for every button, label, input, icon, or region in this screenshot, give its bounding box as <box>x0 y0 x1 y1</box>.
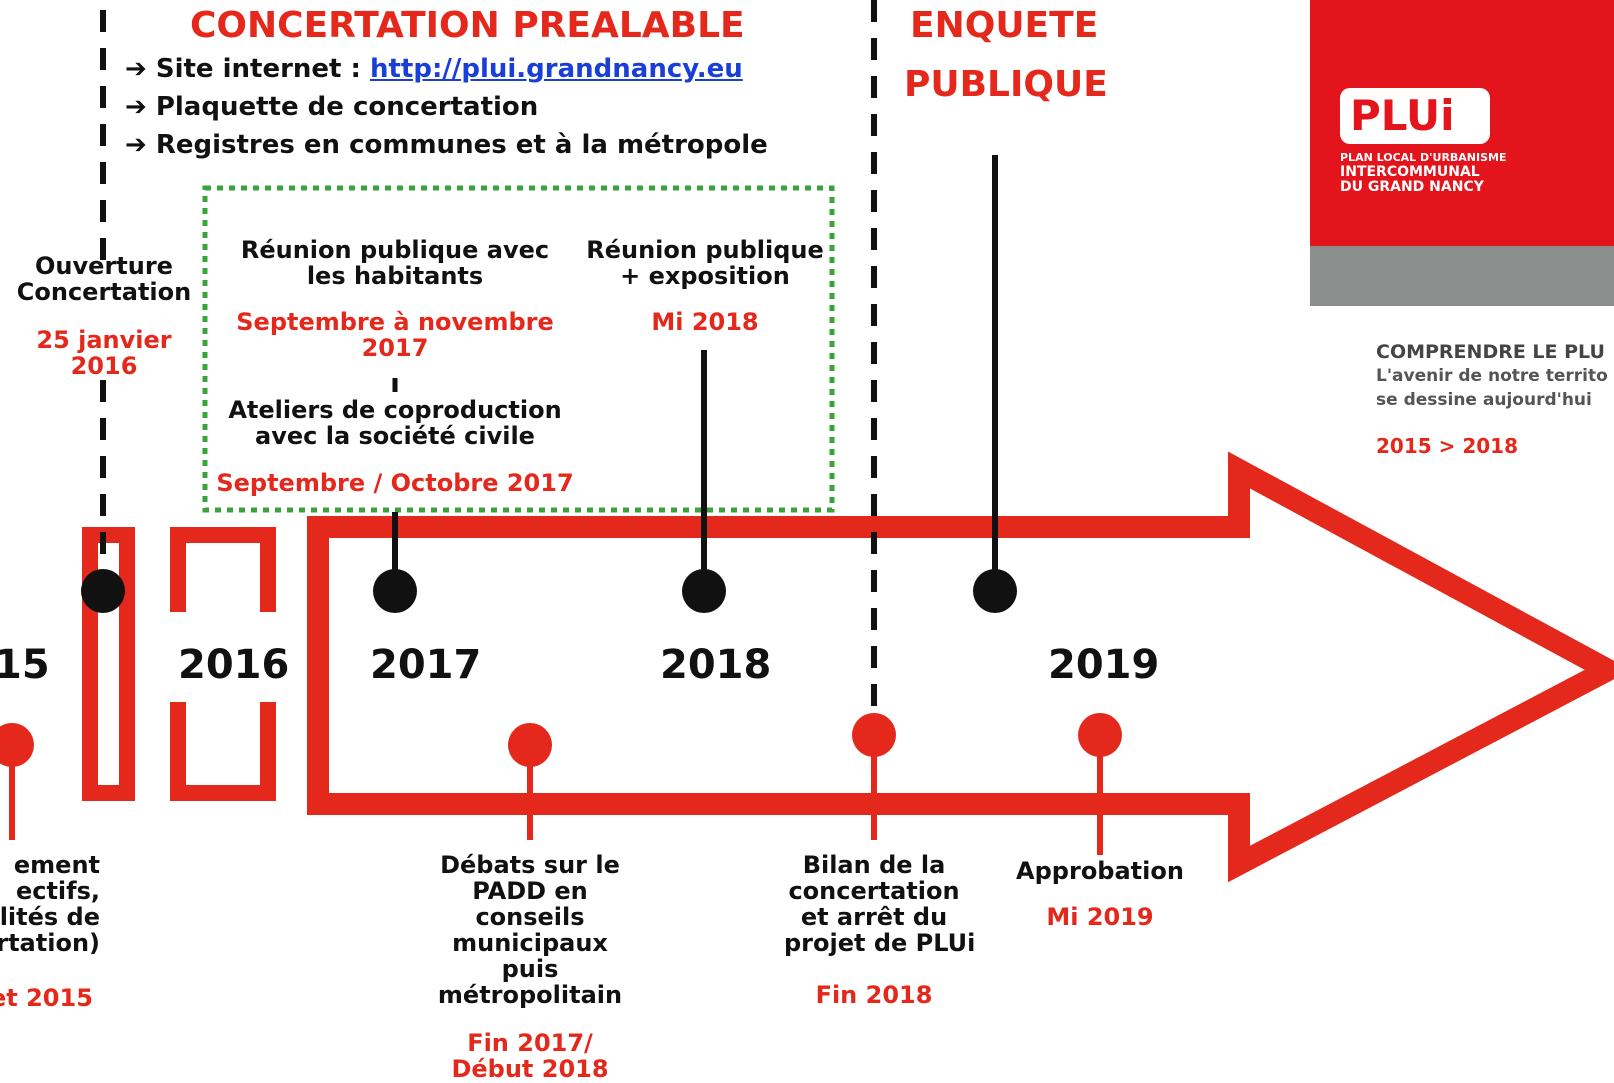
box-2015-end <box>82 527 135 801</box>
list-item: ➔ Site internet : http://plui.grandnancy… <box>125 54 743 84</box>
debats-date: Fin 2017/Début 2018 <box>451 1029 609 1083</box>
dot-ateliers <box>373 569 417 613</box>
year-2015: 15 <box>0 642 50 688</box>
bilan-label: Bilan de la concertation et arrêt du pro… <box>784 851 976 957</box>
enquete-title-line2: PUBLIQUE <box>904 64 1108 105</box>
box-2016-top <box>170 527 276 612</box>
box-2016-bottom <box>170 702 276 801</box>
year-2016: 2016 <box>178 642 290 688</box>
list-item: ➔ Plaquette de concertation <box>125 92 539 122</box>
dot-debats <box>508 723 552 767</box>
year-2019: 2019 <box>1048 642 1160 688</box>
dot-enquete <box>973 569 1017 613</box>
lancement-label: ement ectifs, lités de rtation) <box>0 851 100 957</box>
dot-ouverture <box>81 569 125 613</box>
dot-lancement <box>0 723 34 767</box>
lancement-date: et 2015 <box>0 984 93 1012</box>
concertation-title: CONCERTATION PREALABLE <box>190 5 745 46</box>
year-2018: 2018 <box>660 642 772 688</box>
concertation-events-box <box>202 185 835 513</box>
reunion-expo-date: Mi 2018 <box>651 308 759 336</box>
dot-approbation <box>1078 713 1122 757</box>
enquete-title-line1: ENQUETE <box>910 5 1099 46</box>
dot-bilan <box>852 713 896 757</box>
ateliers-date: Septembre / Octobre 2017 <box>216 469 574 497</box>
plui-brochure-cover: PLUi PLAN LOCAL D'URBANISME INTERCOMMUNA… <box>1310 0 1614 306</box>
cover-photo-strip <box>1310 246 1614 306</box>
approbation-label: Approbation <box>1016 857 1184 885</box>
timeline-arrow <box>307 451 1614 883</box>
reunion-expo-label: Réunion publique+ exposition <box>586 236 824 290</box>
dot-expo <box>682 569 726 613</box>
plui-site-link[interactable]: http://plui.grandnancy.eu <box>369 54 743 84</box>
year-2017: 2017 <box>370 642 482 688</box>
approbation-date: Mi 2019 <box>1046 903 1154 931</box>
cover-caption: COMPRENDRE LE PLU L'avenir de notre terr… <box>1376 341 1608 410</box>
plui-logo: PLUi <box>1340 88 1490 144</box>
cover-subtitle: PLAN LOCAL D'URBANISME INTERCOMMUNAL DU … <box>1340 151 1507 195</box>
list-item: ➔ Registres en communes et à la métropol… <box>125 130 768 160</box>
concertation-list: ➔ Site internet : http://plui.grandnancy… <box>125 50 768 164</box>
cover-period: 2015 > 2018 <box>1376 434 1519 458</box>
debats-label: Débats sur le PADD en conseils municipau… <box>437 851 623 1009</box>
bilan-date: Fin 2018 <box>815 981 933 1009</box>
